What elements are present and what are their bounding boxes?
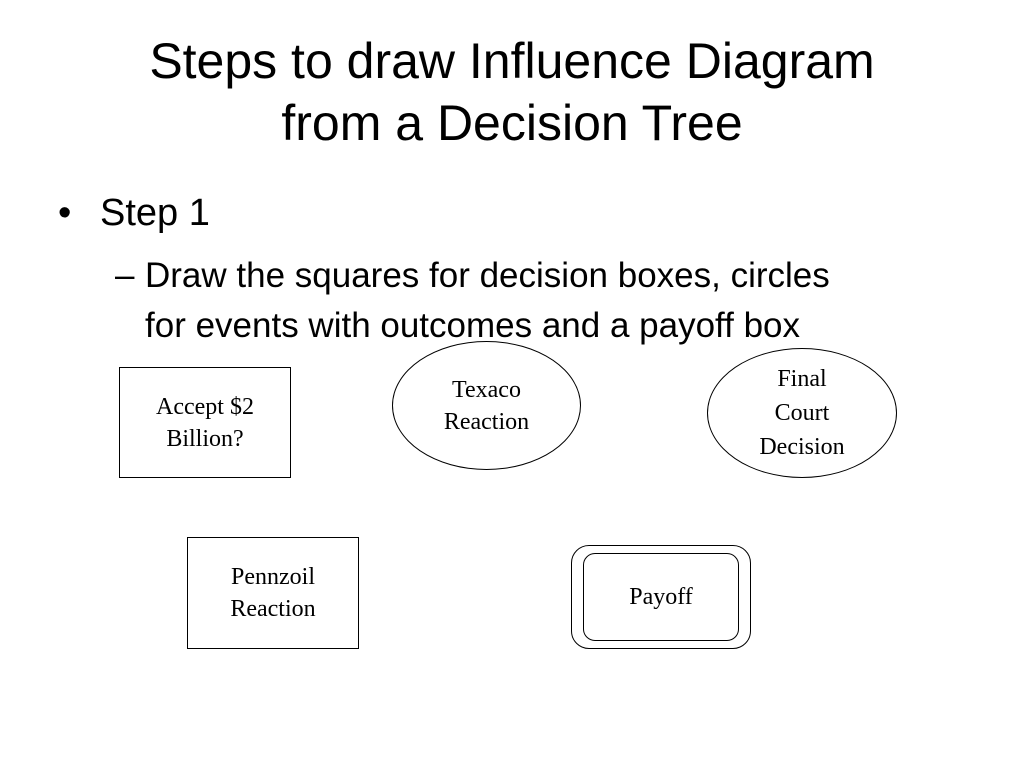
chance-node-final-court-decision: Final Court Decision bbox=[707, 348, 897, 478]
sub-bullet-text: Draw the squares for decision boxes, cir… bbox=[145, 251, 945, 351]
node-label-line: Reaction bbox=[443, 408, 530, 435]
slide-title-line: Steps to draw Influence Diagram bbox=[149, 33, 875, 89]
bullet-text: Step 1 bbox=[100, 192, 210, 234]
node-label-line: Pennzoil bbox=[231, 564, 315, 590]
sub-bullet-line: for events with outcomes and a payoff bo… bbox=[145, 306, 801, 345]
decision-node-pennzoil: Pennzoil Reaction bbox=[187, 537, 359, 649]
payoff-node: Payoff bbox=[583, 553, 739, 641]
slide-title-line: from a Decision Tree bbox=[281, 95, 743, 151]
chance-node-texaco-reaction: Texaco Reaction bbox=[392, 341, 581, 470]
node-label-line: Accept $2 bbox=[156, 393, 254, 420]
sub-bullet-line: Draw the squares for decision boxes, cir… bbox=[145, 256, 830, 295]
node-label-line: Reaction bbox=[230, 596, 316, 622]
node-label-line: Decision bbox=[759, 434, 845, 460]
node-label-line: Texaco bbox=[452, 376, 521, 403]
decision-node-accept: Accept $2 Billion? bbox=[119, 367, 291, 478]
slide-title: Steps to draw Influence Diagram from a D… bbox=[0, 30, 1024, 154]
sub-bullet-marker: – bbox=[115, 256, 135, 295]
node-label-line: Final bbox=[777, 366, 827, 392]
payoff-label: Payoff bbox=[629, 583, 693, 610]
node-label-line: Billion? bbox=[166, 425, 244, 452]
payoff-node-outer-border bbox=[571, 545, 751, 649]
node-label-line: Court bbox=[774, 400, 830, 426]
bullet-marker: • bbox=[58, 192, 72, 234]
